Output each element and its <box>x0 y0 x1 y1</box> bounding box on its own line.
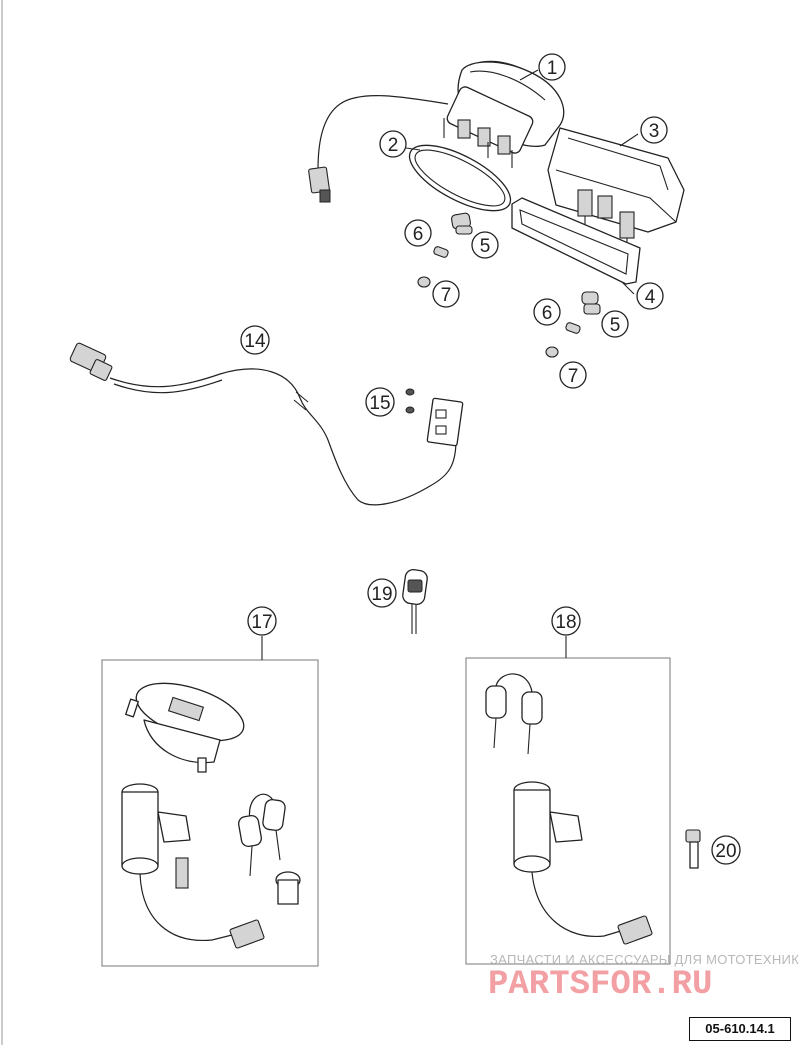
svg-text:14: 14 <box>244 331 266 352</box>
svg-text:7: 7 <box>568 366 579 387</box>
kit-box-18 <box>465 657 671 965</box>
callout-15: 15 <box>365 387 395 417</box>
lock-insert-part-17 <box>275 871 301 905</box>
display-part-3 <box>547 127 685 246</box>
svg-text:2: 2 <box>388 135 399 156</box>
callout-19: 19 <box>367 578 397 608</box>
document-number: 05-610.14.1 <box>689 1017 791 1041</box>
callout-7b: 7 <box>559 361 587 389</box>
svg-text:1: 1 <box>547 58 558 79</box>
callout-5a: 5 <box>471 231 499 259</box>
speedometer-part-1 <box>308 60 565 203</box>
svg-text:7: 7 <box>441 285 452 306</box>
callout-2: 2 <box>379 130 407 158</box>
svg-text:6: 6 <box>542 303 553 324</box>
callout-14: 14 <box>240 325 270 355</box>
callout-18: 18 <box>551 606 581 636</box>
grommet-part-5b <box>581 291 601 315</box>
gasket-part-4 <box>511 197 641 285</box>
svg-text:6: 6 <box>413 224 424 245</box>
keys-part-18 <box>485 673 543 755</box>
callout-17: 17 <box>247 606 277 636</box>
cable-part-14 <box>69 342 464 506</box>
callout-6b: 6 <box>533 298 561 326</box>
callout-3: 3 <box>640 116 668 144</box>
bushing-part-6b <box>565 322 581 334</box>
nut-part-7a <box>417 276 431 288</box>
ignition-lock-part-17 <box>121 783 265 949</box>
callout-4: 4 <box>636 282 664 310</box>
svg-text:18: 18 <box>555 612 576 633</box>
svg-text:15: 15 <box>369 393 390 414</box>
callout-1: 1 <box>538 53 566 81</box>
bushing-part-6a <box>433 246 449 258</box>
svg-text:5: 5 <box>610 315 621 336</box>
keys-part-17 <box>238 793 286 877</box>
svg-text:3: 3 <box>649 121 660 142</box>
callout-5b: 5 <box>601 310 629 338</box>
callout-7a: 7 <box>432 280 460 308</box>
callout-6a: 6 <box>404 219 432 247</box>
watermark-logo: PARTSFOR.RU <box>488 966 713 1004</box>
screw-part-15 <box>405 388 415 414</box>
nut-part-7b <box>545 346 559 358</box>
svg-text:5: 5 <box>480 236 491 257</box>
svg-text:17: 17 <box>251 612 272 633</box>
svg-text:4: 4 <box>645 287 656 308</box>
callout-20: 20 <box>711 835 741 865</box>
kit-box-17 <box>101 659 319 967</box>
fuel-cap-part-17 <box>125 682 245 773</box>
key-part-19 <box>402 569 428 634</box>
svg-text:20: 20 <box>715 841 736 862</box>
gasket-part-2 <box>408 144 512 212</box>
bolt-part-20 <box>685 829 701 869</box>
svg-text:19: 19 <box>371 584 392 605</box>
leader-lines <box>405 69 639 295</box>
watermark-tagline: ЗАПЧАСТИ И АКСЕССУАРЫ ДЛЯ МОТОТЕХНИКИ <box>490 952 800 967</box>
grommet-part-5a <box>451 212 473 235</box>
ignition-lock-part-18 <box>513 781 653 945</box>
